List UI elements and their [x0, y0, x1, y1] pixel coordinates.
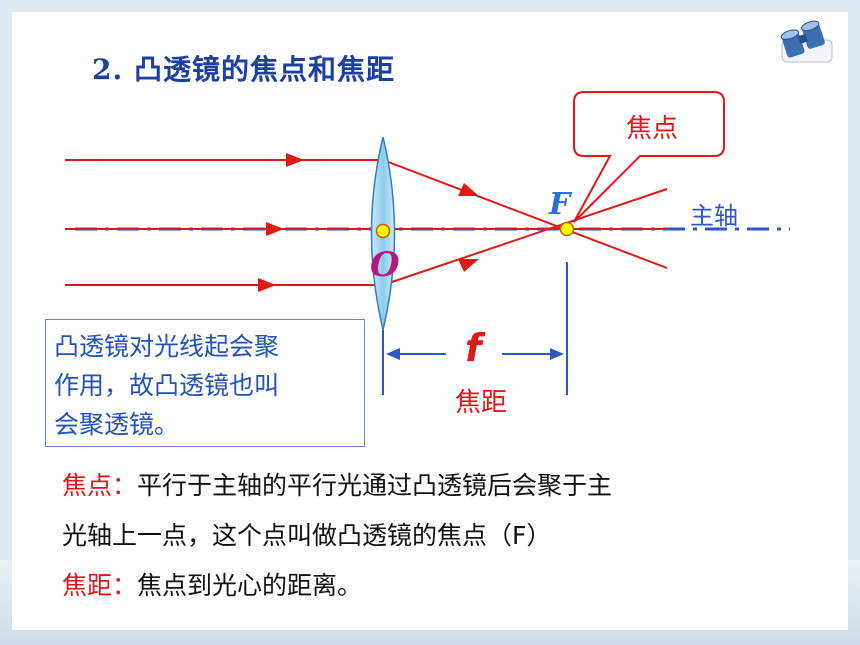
note-line-2: 作用，故凸透镜也叫	[54, 371, 280, 400]
focal-term: 焦距：	[62, 571, 138, 600]
refracted-ray-top	[382, 159, 668, 269]
focus-definition: 焦点：平行于主轴的平行光通过凸透镜后会聚于主	[62, 466, 612, 502]
optical-center-letter: O	[370, 245, 400, 285]
focus-callout-label: 焦点	[625, 114, 678, 144]
arrow-middle	[266, 222, 284, 236]
focus-definition-text-1: 平行于主轴的平行光通过凸透镜后会聚于主	[137, 471, 613, 500]
focal-length-symbol: f	[465, 326, 482, 370]
focus-point	[559, 221, 575, 237]
dimension-arrow-left	[386, 348, 400, 360]
focus-letter: F	[549, 187, 571, 222]
focus-term: 焦点：	[62, 471, 138, 500]
page-title: 2. 凸透镜的焦点和焦距	[92, 53, 395, 86]
focus-definition-line-2: 光轴上一点，这个点叫做凸透镜的焦点（F）	[62, 521, 552, 550]
focal-definition-text: 焦点到光心的距离。	[137, 571, 363, 600]
binoculars-icon	[780, 20, 833, 63]
arrow-refracted-top	[458, 183, 479, 196]
refracted-ray-bottom	[382, 188, 668, 286]
note-line-1: 凸透镜对光线起会聚	[54, 332, 280, 361]
focus-callout-box	[573, 91, 725, 223]
dimension-arrow-right	[550, 348, 564, 360]
note-box	[45, 319, 365, 447]
arrow-top	[286, 153, 304, 167]
arrow-refracted-bottom	[458, 259, 479, 272]
optical-center-point	[375, 223, 391, 239]
focal-length-label: 焦距	[455, 388, 508, 418]
note-line-3: 会聚透镜。	[54, 410, 180, 439]
arrow-bottom	[258, 278, 276, 292]
focal-definition: 焦距：焦点到光心的距离。	[62, 566, 362, 602]
principal-axis-label: 主轴	[690, 202, 738, 230]
